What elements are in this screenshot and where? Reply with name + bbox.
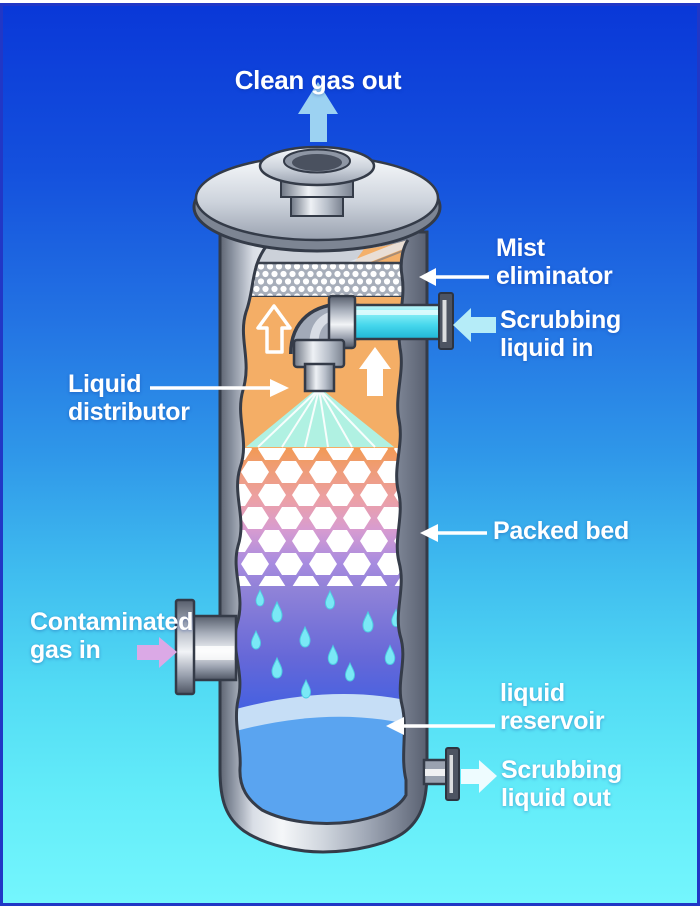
mist-eliminator-arrow — [419, 268, 489, 286]
contaminated-gas-arrow — [137, 637, 177, 668]
liquid-distributor-nozzle — [292, 338, 346, 393]
liquid-reservoir — [235, 694, 408, 824]
liquid-outlet-nozzle — [422, 747, 460, 801]
gas-inlet-nozzle — [174, 598, 238, 696]
label-mist-eliminator: Mist eliminator — [496, 234, 613, 290]
liquid-reservoir-arrow — [386, 717, 495, 735]
label-scrubbing-liquid-out: Scrubbing liquid out — [501, 756, 622, 812]
label-clean-gas-out: Clean gas out — [234, 65, 402, 95]
scrubbing-in-arrow — [453, 308, 496, 342]
label-liquid-reservoir: liquid reservoir — [500, 679, 605, 735]
label-packed-bed: Packed bed — [493, 517, 629, 545]
gas-flow-up-arrow-solid — [359, 347, 391, 396]
label-scrubbing-liquid-in: Scrubbing liquid in — [500, 306, 621, 362]
clean-gas-arrow — [298, 82, 338, 142]
spray-cone — [246, 387, 394, 448]
droplet-zone — [235, 586, 408, 716]
packed-bed-arrow — [420, 524, 487, 542]
vessel-lid — [192, 154, 442, 253]
interior-cutaway — [235, 240, 408, 824]
scrubbing-out-arrow — [461, 760, 497, 793]
label-contaminated-gas-in: Contaminated gas in — [30, 608, 194, 664]
top-gas-outlet-nozzle — [258, 145, 376, 217]
packed-bed — [235, 448, 408, 588]
liquid-distributor-arrow — [150, 379, 289, 397]
gas-flow-up-arrow-outline — [256, 304, 292, 354]
cutaway-edge — [233, 239, 410, 825]
label-liquid-distributor: Liquid distributor — [68, 370, 190, 426]
